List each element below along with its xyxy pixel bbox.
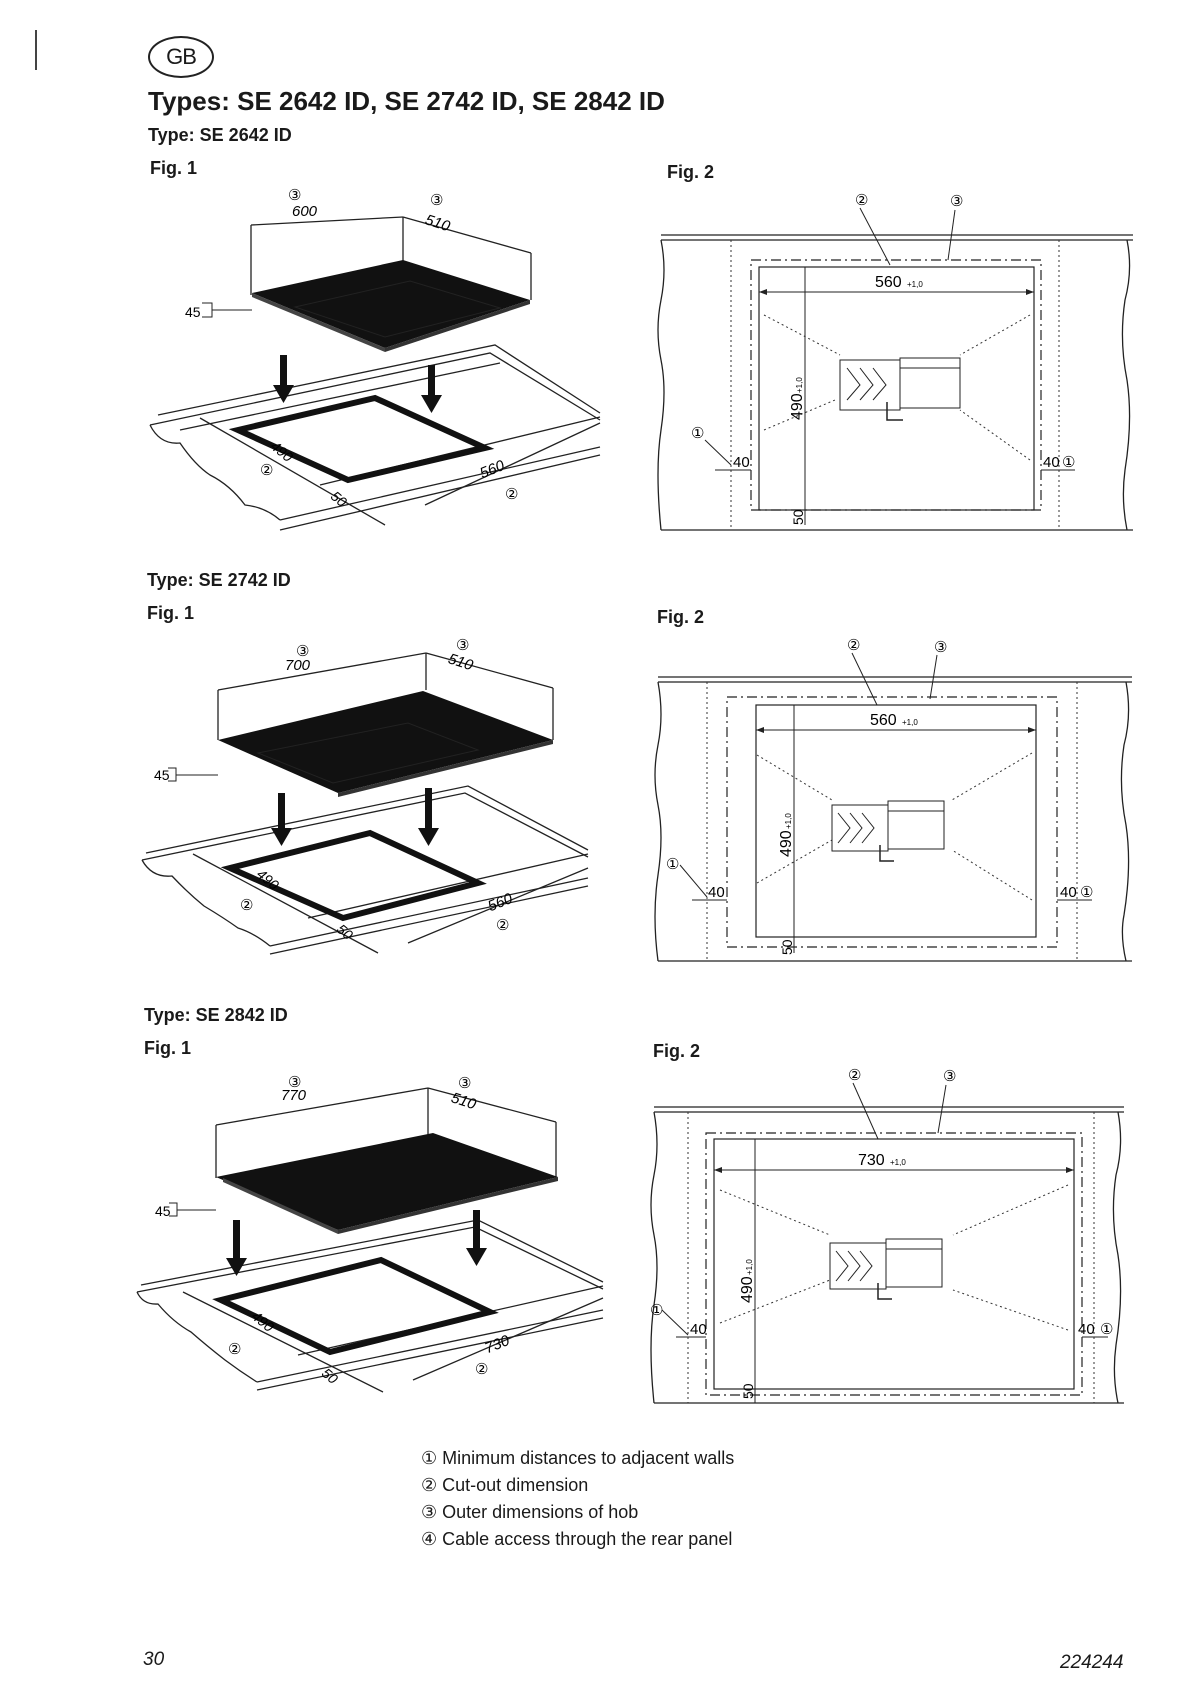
- dim-tolerance-depth: +1,0: [745, 1259, 754, 1275]
- legend-text: Cable access through the rear panel: [442, 1529, 733, 1549]
- marker-outer: ③: [943, 1068, 956, 1085]
- marker-outer: ③: [430, 192, 443, 209]
- fig1-label-1: Fig. 1: [150, 158, 198, 178]
- marker-cutout: ②: [240, 897, 253, 914]
- fig2-label-3: Fig. 2: [653, 1041, 701, 1061]
- legend-text: Minimum distances to adjacent walls: [442, 1448, 735, 1468]
- marker-cutout: ②: [505, 486, 518, 503]
- dim-side-left: 40: [708, 884, 725, 901]
- marker-cutout: ②: [475, 1361, 488, 1378]
- dim-depth: 510: [423, 211, 453, 235]
- cutout-plan-diagram-3: ② ③ 730 +1,0 490 +1,0 ① 40 40 ① 50: [650, 1067, 1124, 1404]
- legend-item: ④ Cable access through the rear panel: [421, 1526, 734, 1553]
- dim-tolerance: +1,0: [890, 1158, 906, 1167]
- dim-side-right: 40: [1060, 884, 1077, 901]
- page-number: 30: [143, 1649, 165, 1670]
- legend-item: ② Cut-out dimension: [421, 1472, 734, 1499]
- marker-walls: ①: [1080, 884, 1093, 901]
- dim-tolerance-depth: +1,0: [784, 813, 793, 829]
- dim-cut-width: 730: [858, 1152, 885, 1169]
- legend-text: Outer dimensions of hob: [442, 1502, 639, 1522]
- dim-cut-depth: 490: [789, 393, 806, 420]
- dim-cut-width: 730: [482, 1332, 512, 1357]
- dim-side-right: 40: [1078, 1321, 1095, 1338]
- legend-marker: ②: [421, 1475, 438, 1495]
- dim-width: 700: [285, 657, 311, 674]
- legend: ① Minimum distances to adjacent walls ② …: [421, 1445, 734, 1553]
- dim-side-left: 40: [733, 454, 750, 471]
- marker-outer: ③: [288, 187, 301, 204]
- dim-cut-depth: 490: [249, 1308, 277, 1335]
- marker-walls: ①: [650, 1302, 663, 1319]
- dim-width: 770: [281, 1087, 307, 1104]
- dim-cut-width: 560: [870, 712, 897, 729]
- dim-cut-depth: 490: [268, 438, 296, 465]
- dim-cut-width: 560: [485, 890, 515, 915]
- marker-cutout: ②: [848, 1067, 861, 1084]
- dim-cut-depth: 490: [778, 830, 795, 857]
- marker-outer: ③: [288, 1074, 301, 1091]
- dim-front: 50: [328, 488, 350, 510]
- legend-marker: ③: [421, 1502, 438, 1522]
- hob-install-diagram-2: 45 700 ③ ③ 510 490 ② 50 560 ②: [141, 637, 589, 955]
- dim-front: 50: [790, 509, 806, 525]
- type-label-1: Type: SE 2642 ID: [148, 125, 292, 145]
- dim-width: 600: [292, 203, 318, 220]
- marker-cutout: ②: [228, 1341, 241, 1358]
- dim-cut-width: 560: [875, 274, 902, 291]
- marker-outer: ③: [458, 1075, 471, 1092]
- type-label-3: Type: SE 2842 ID: [144, 1005, 288, 1025]
- dim-height: 45: [185, 304, 201, 320]
- dim-front: 50: [740, 1383, 756, 1399]
- marker-outer: ③: [296, 643, 309, 660]
- dim-side-right: 40: [1043, 454, 1060, 471]
- dim-height: 45: [155, 1203, 171, 1219]
- country-badge: GB: [148, 36, 214, 78]
- dim-tolerance-depth: +1,0: [795, 377, 804, 393]
- scan-edge-mark: [35, 30, 37, 70]
- marker-cutout: ②: [847, 637, 860, 654]
- fig2-label-1: Fig. 2: [667, 162, 715, 182]
- marker-walls: ①: [666, 856, 679, 873]
- marker-walls: ①: [691, 425, 704, 442]
- fig1-label-2: Fig. 1: [147, 603, 195, 623]
- dim-cut-depth: 490: [739, 1276, 756, 1303]
- document-number: 224244: [1060, 1652, 1124, 1673]
- dim-tolerance: +1,0: [902, 718, 918, 727]
- marker-walls: ①: [1100, 1321, 1113, 1338]
- marker-cutout: ②: [260, 462, 273, 479]
- hob-install-diagram-3: 45 770 ③ ③ 510 490 ② 50 730 ②: [136, 1074, 604, 1393]
- type-label-2: Type: SE 2742 ID: [147, 570, 291, 590]
- marker-walls: ①: [1062, 454, 1075, 471]
- legend-marker: ④: [421, 1529, 438, 1549]
- legend-item: ③ Outer dimensions of hob: [421, 1499, 734, 1526]
- dim-side-left: 40: [690, 1321, 707, 1338]
- legend-item: ① Minimum distances to adjacent walls: [421, 1445, 734, 1472]
- marker-outer: ③: [934, 639, 947, 656]
- dim-height: 45: [154, 767, 170, 783]
- legend-marker: ①: [421, 1448, 438, 1468]
- fig1-label-3: Fig. 1: [144, 1038, 192, 1058]
- cutout-plan-diagram-1: ② ③ 560 +1,0 490 +1,0 ① 40 40 ① 50: [657, 192, 1133, 531]
- hob-install-diagram-1: 45 600 ③ ③ 510 490 ② 50 560 ②: [149, 187, 601, 531]
- legend-text: Cut-out dimension: [442, 1475, 589, 1495]
- cutout-plan-diagram-2: ② ③ 560 +1,0 490 +1,0 ① 40 40 ① 50: [654, 637, 1132, 962]
- dim-tolerance: +1,0: [907, 280, 923, 289]
- dim-front: 50: [779, 939, 795, 955]
- fig2-label-2: Fig. 2: [657, 607, 705, 627]
- marker-outer: ③: [950, 193, 963, 210]
- marker-outer: ③: [456, 637, 469, 654]
- page-title: Types: SE 2642 ID, SE 2742 ID, SE 2842 I…: [148, 86, 665, 116]
- marker-cutout: ②: [855, 192, 868, 209]
- dim-depth: 510: [449, 1089, 479, 1113]
- dim-depth: 510: [446, 650, 476, 674]
- marker-cutout: ②: [496, 917, 509, 934]
